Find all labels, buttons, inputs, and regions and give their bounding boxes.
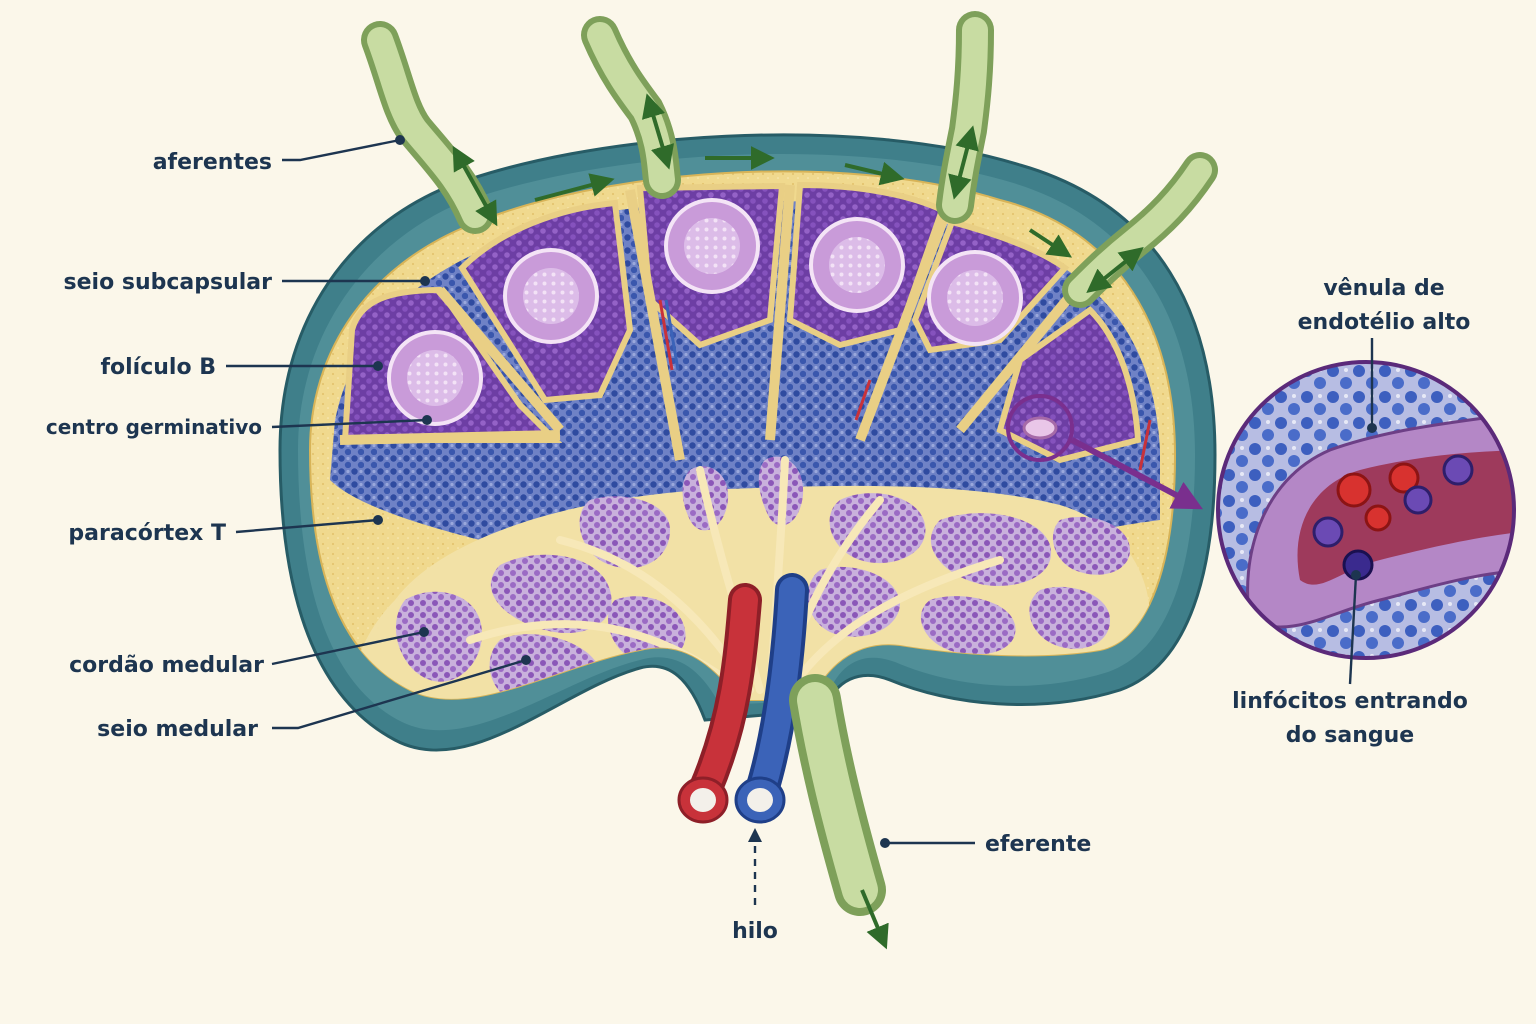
- flow-arrow: [844, 161, 905, 186]
- leader-paracortex: [235, 518, 379, 534]
- leader-medcord: [271, 630, 425, 666]
- labels: aferentes seio subcapsular folículo B ce…: [46, 150, 1471, 944]
- trabecula: [436, 286, 564, 434]
- label-hilum: hilo: [732, 919, 778, 944]
- label-medullary-sinus: seio medular: [97, 717, 258, 742]
- medullary-cord: [1052, 516, 1130, 575]
- red-blood-cell: [1388, 462, 1420, 494]
- label-hev-line1: vênula de: [1323, 276, 1444, 301]
- lymphocyte-in-blood: [1312, 516, 1344, 548]
- trabecula: [625, 189, 685, 461]
- trabecular-vessel: [854, 379, 872, 421]
- leader-dot-follicle: [373, 361, 383, 371]
- trabecular-vessel: [664, 299, 680, 371]
- flow-arrow: [452, 145, 498, 227]
- efferent-flow-arrow: [860, 889, 889, 950]
- label-lymphocytes-line2: do sangue: [1286, 723, 1414, 748]
- germinal-center: [947, 270, 1003, 326]
- label-hev-line2: endotélio alto: [1298, 310, 1471, 335]
- artery-lumen: [690, 788, 716, 812]
- trabecular-vessel: [1138, 419, 1152, 471]
- label-t-paracortex: paracórtex T: [68, 521, 226, 546]
- leader-hilum-head: [748, 828, 762, 842]
- medullary-cord: [930, 513, 1052, 586]
- efferent-vessel-group: [789, 674, 889, 950]
- trabecula: [765, 184, 795, 441]
- hev-highlight: [1006, 394, 1074, 462]
- leader-dot-lymphocytes: [1351, 570, 1361, 580]
- label-subcapsular-sinus: seio subcapsular: [64, 270, 273, 295]
- red-blood-cell: [1336, 472, 1372, 508]
- leader-dot-subcapsular: [420, 276, 430, 286]
- vein-fill: [749, 577, 805, 803]
- lymph-flow-arrows: [452, 93, 1144, 293]
- flow-arrow: [1028, 228, 1073, 258]
- medullary-cord: [395, 591, 482, 682]
- zoom-arrow: [1070, 437, 1203, 510]
- medullary-cord: [1029, 586, 1110, 649]
- red-blood-cell: [1364, 504, 1392, 532]
- germinal-center: [407, 350, 463, 406]
- flow-arrow: [534, 173, 615, 202]
- leader-germinal: [271, 418, 428, 429]
- label-medullary-cord: cordão medular: [69, 653, 264, 678]
- label-b-follicle: folículo B: [100, 355, 216, 380]
- trabecula: [339, 430, 561, 445]
- germinal-center: [684, 218, 740, 274]
- lymphocyte-in-blood: [1442, 454, 1474, 486]
- flow-arrow: [948, 125, 979, 200]
- hev-zoom-inset: [1216, 360, 1516, 660]
- artery-fill: [692, 587, 758, 803]
- medullary-sinus: [786, 556, 1004, 694]
- medullary-cord: [807, 566, 900, 637]
- germinal-center: [523, 268, 579, 324]
- leader-dot-hev: [1367, 423, 1377, 433]
- label-lymphocytes-line1: linfócitos entrando: [1232, 689, 1468, 714]
- lymphocyte-in-blood: [1403, 485, 1433, 515]
- flow-arrow: [641, 93, 675, 170]
- label-germinal-center: centro germinativo: [46, 415, 262, 439]
- hev-small: [1022, 416, 1058, 440]
- germinal-center: [829, 237, 885, 293]
- label-efferent: eferente: [985, 832, 1091, 857]
- vein-lumen: [747, 788, 773, 812]
- leader-dot-medcord: [419, 627, 429, 637]
- medullary-cord: [829, 493, 926, 564]
- trabecula: [956, 286, 1079, 434]
- leader-lines: [226, 135, 1377, 905]
- leader-dot-paracortex: [373, 515, 383, 525]
- germinal-centers: [387, 198, 1023, 426]
- medullary-cord: [490, 554, 612, 634]
- leader-afferent: [282, 138, 401, 162]
- medullary-cord: [920, 596, 1016, 655]
- label-afferent: aferentes: [153, 150, 272, 175]
- efferent-vessel-lumen: [797, 682, 878, 908]
- leader-dot-germinal: [422, 415, 432, 425]
- zoom-border: [1216, 360, 1516, 660]
- hilum-vessels: [677, 573, 809, 824]
- leader-dot-efferent: [880, 838, 890, 848]
- leader-dot-medsinus: [521, 655, 531, 665]
- trabecula: [855, 213, 950, 442]
- flow-arrow: [1086, 247, 1144, 293]
- leader-lymphocytes: [1348, 574, 1358, 685]
- leader-medsinus: [272, 658, 527, 730]
- leader-dot-afferent: [395, 135, 405, 145]
- trabecular-vessel: [658, 299, 674, 371]
